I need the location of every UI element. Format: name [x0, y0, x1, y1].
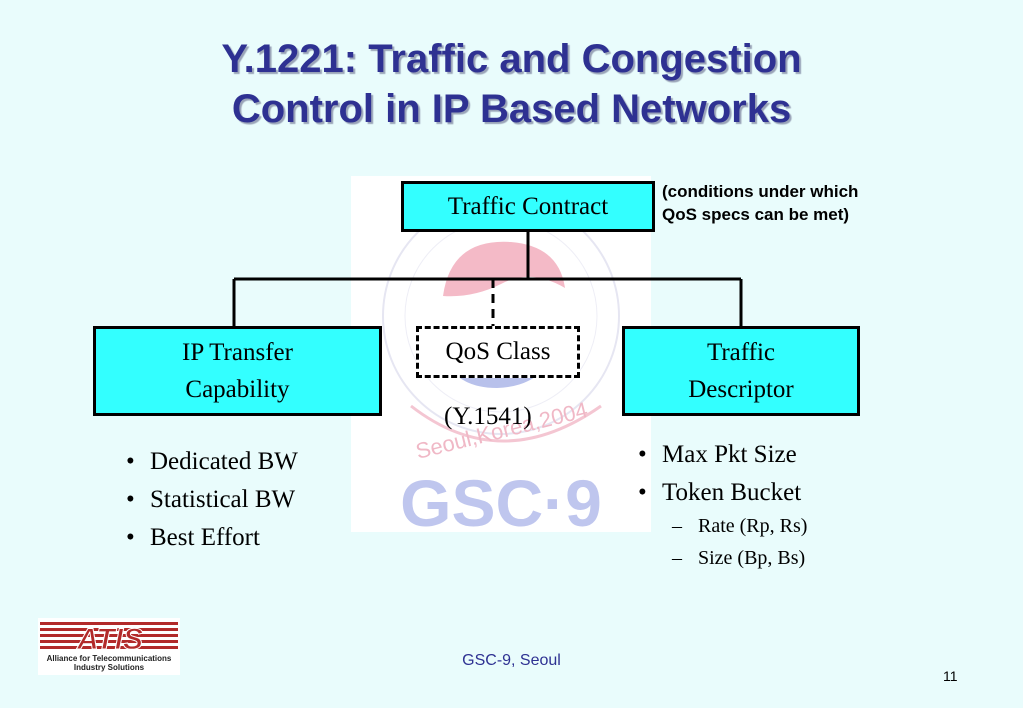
watermark-brand: GSC·9: [400, 466, 602, 532]
list-item: Statistical BW: [126, 481, 298, 519]
footer-text: GSC-9, Seoul: [462, 652, 561, 669]
list-item: Token Bucket: [638, 474, 801, 512]
ip-transfer-capability-box: IP Transfer Capability: [93, 326, 382, 416]
title-line-1: Y.1221: Traffic and Congestion: [221, 37, 802, 81]
atis-logo-line-1: Alliance for Telecommunications: [47, 654, 172, 663]
traffic-descriptor-line-1: Traffic: [706, 339, 776, 366]
list-item: Size (Bp, Bs): [672, 542, 807, 574]
ip-transfer-line-2: Capability: [185, 376, 290, 403]
atis-logo-wordmark: ATIS: [76, 623, 143, 656]
qos-class-reference: (Y.1541): [444, 403, 532, 430]
traffic-descriptor-box: Traffic Descriptor: [622, 326, 860, 416]
traffic-contract-box: Traffic Contract: [401, 181, 655, 232]
list-item: Best Effort: [126, 519, 298, 557]
list-item: Rate (Rp, Rs): [672, 510, 807, 542]
token-bucket-subbullets: Rate (Rp, Rs) Size (Bp, Bs): [672, 510, 807, 574]
note-line-1: (conditions under which: [662, 182, 859, 201]
note-line-2: QoS specs can be met): [662, 205, 850, 224]
atis-logo-line-2: Industry Solutions: [74, 663, 145, 672]
qos-class-box: QoS Class: [416, 326, 580, 378]
ip-transfer-line-1: IP Transfer: [182, 339, 293, 366]
slide-title: Y.1221: Traffic and Congestion Control i…: [0, 34, 1023, 134]
traffic-descriptor-bullets: Max Pkt Size Token Bucket: [638, 436, 801, 512]
traffic-contract-note: (conditions under which QoS specs can be…: [662, 180, 858, 226]
traffic-contract-label: Traffic Contract: [447, 193, 609, 220]
qos-class-label: QoS Class: [445, 338, 551, 365]
page-number: 11: [943, 668, 958, 684]
atis-logo: ATIS Alliance for Telecommunications Ind…: [38, 618, 180, 675]
ip-transfer-bullets: Dedicated BW Statistical BW Best Effort: [126, 443, 298, 557]
traffic-descriptor-line-2: Descriptor: [688, 376, 794, 403]
list-item: Dedicated BW: [126, 443, 298, 481]
list-item: Max Pkt Size: [638, 436, 801, 474]
title-line-2: Control in IP Based Networks: [231, 87, 792, 131]
